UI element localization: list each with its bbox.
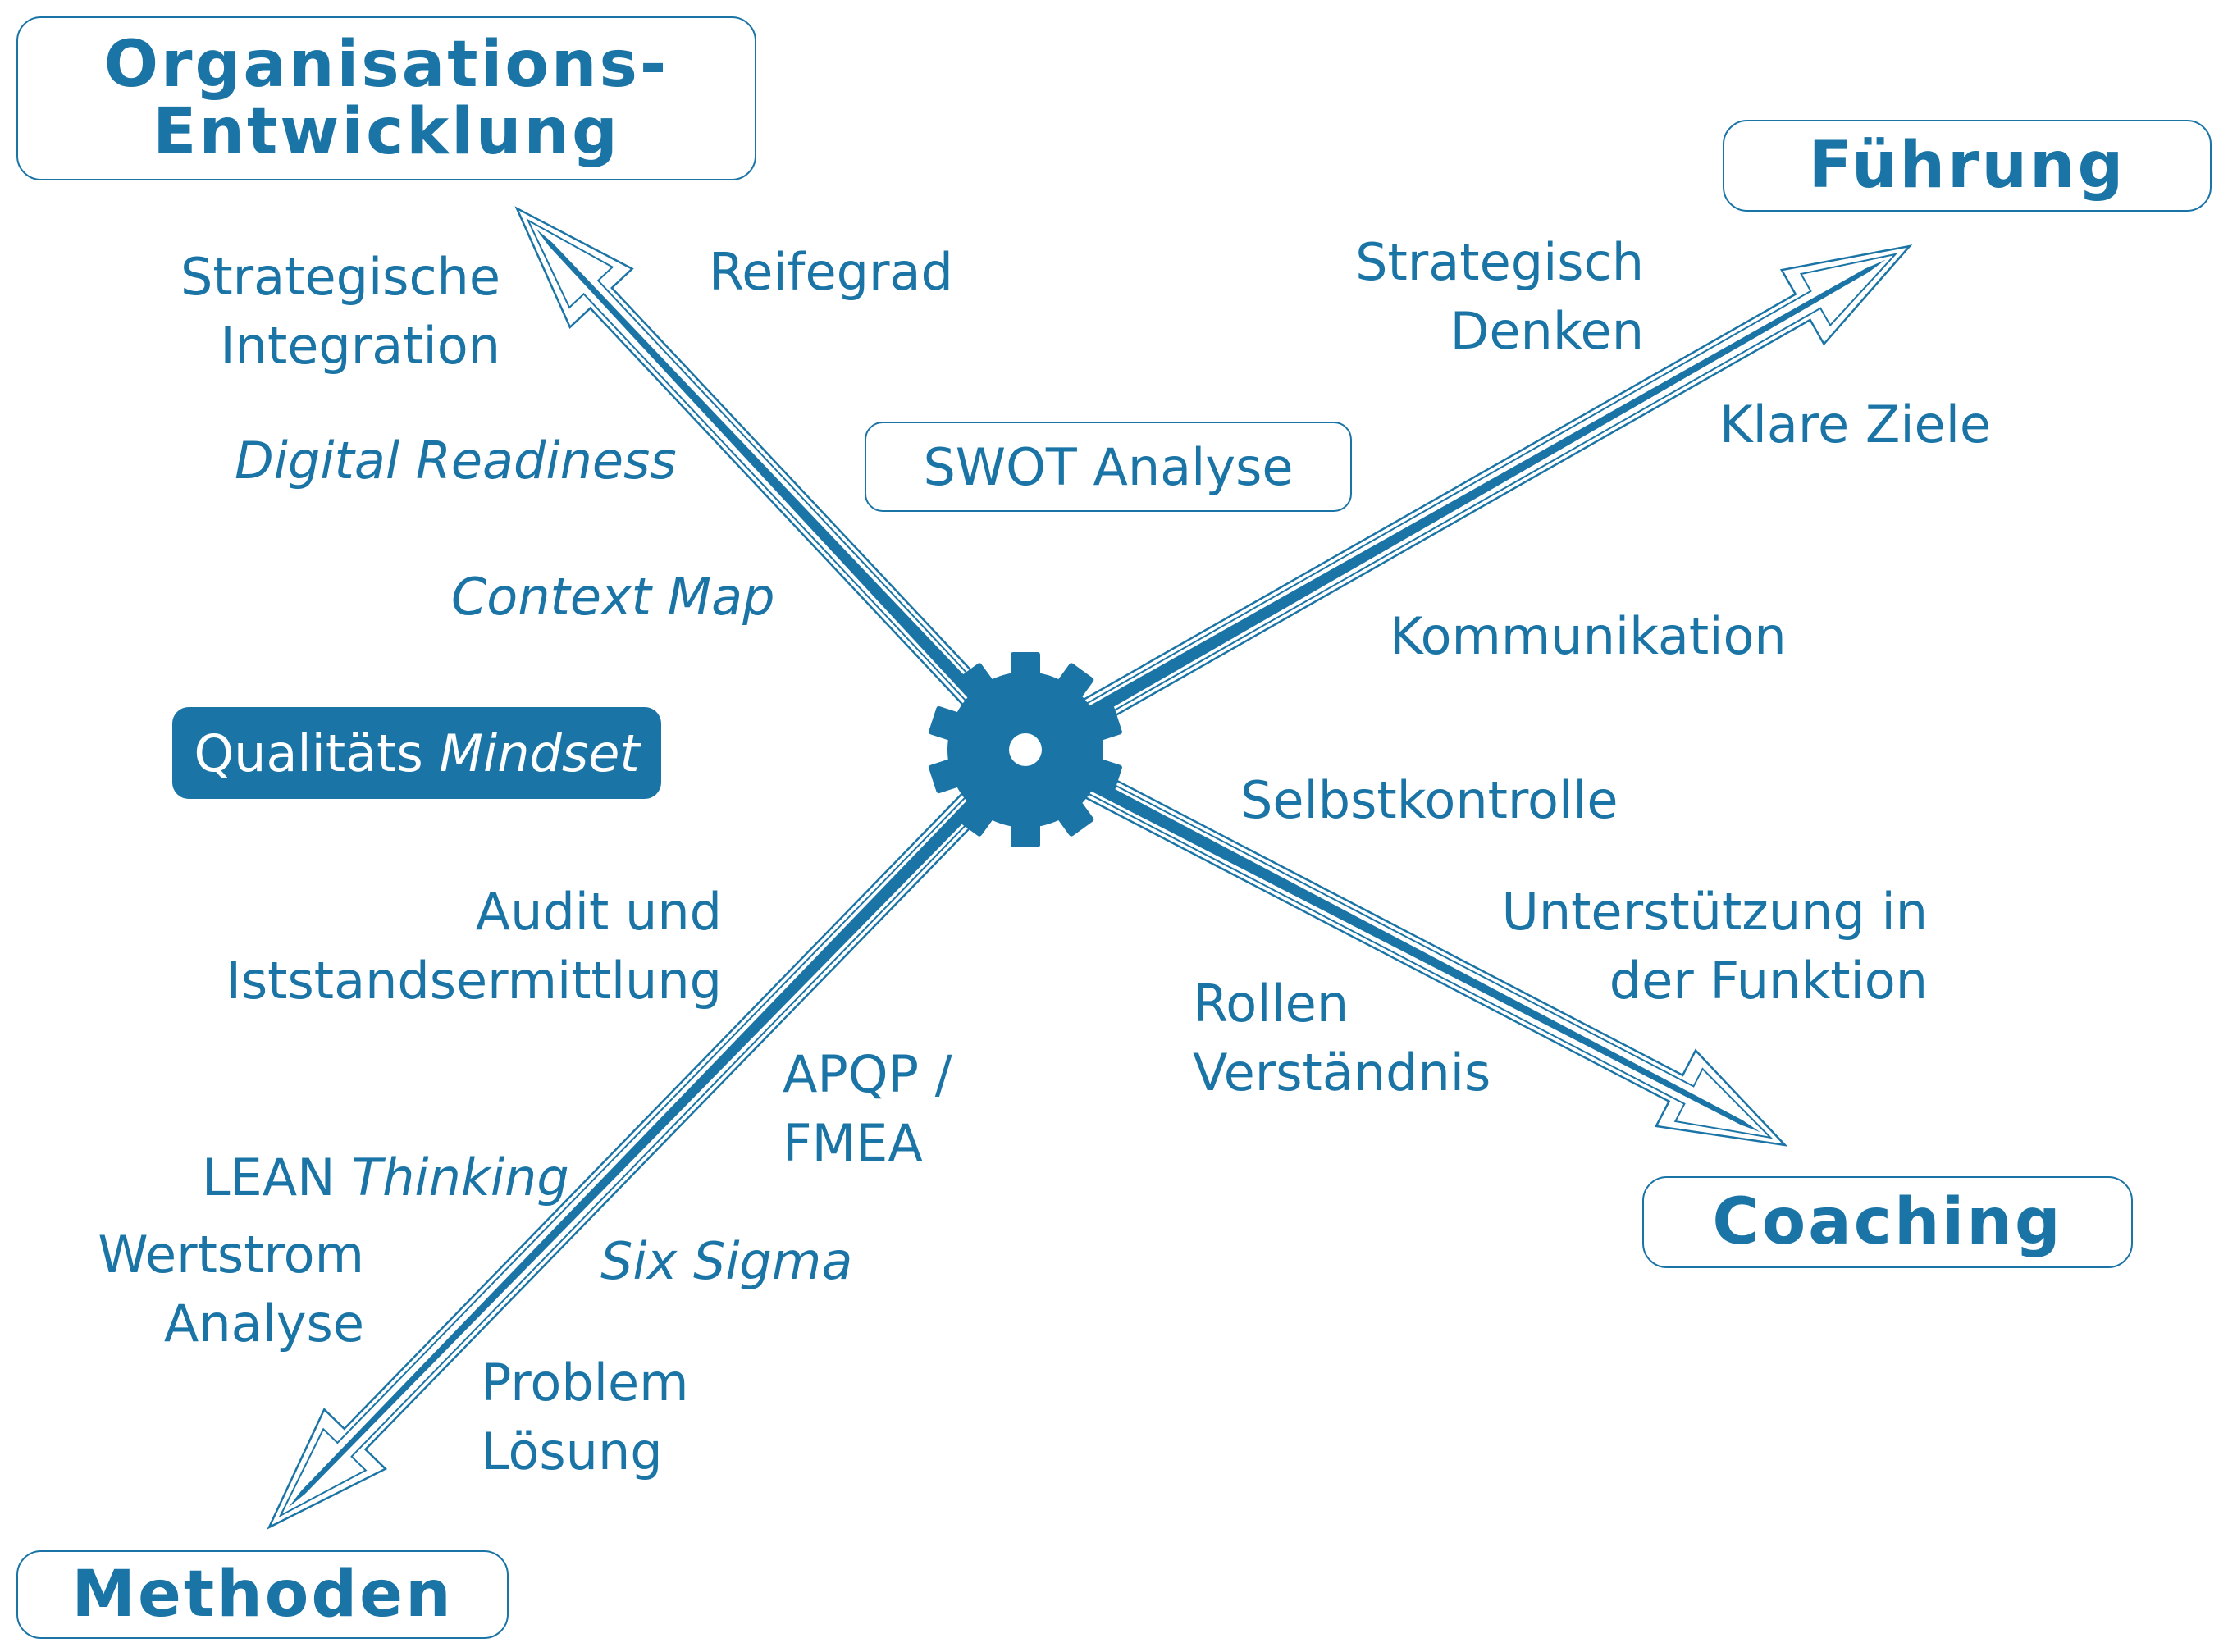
arrow-methoden	[267, 785, 992, 1530]
swot-analyse-label: SWOT Analyse	[923, 436, 1294, 497]
label-audit: Audit und Iststandsermittlung	[226, 882, 722, 1011]
label-context-map: Context Map	[451, 567, 775, 627]
label-reifegrad: Reifegrad	[709, 242, 953, 302]
label-strategisch-denken: Strategisch Denken	[1355, 232, 1644, 361]
label-klare-ziele: Klare Ziele	[1719, 395, 1992, 454]
mindset-label: Mindset	[439, 723, 640, 783]
label-apqp-fmea: APQP / FMEA	[783, 1044, 952, 1173]
arrows-layer	[267, 206, 1913, 1530]
fuehrung-box: Führung	[1723, 120, 2212, 212]
label-problem-loesung: Problem Lösung	[481, 1353, 689, 1481]
qualitaets-mindset-box: Qualitäts Mindset	[172, 707, 661, 799]
arrow-fuehrung	[1073, 244, 1913, 732]
fuehrung-label: Führung	[1808, 129, 2126, 203]
label-digital-readiness: Digital Readiness	[235, 431, 677, 491]
label-rollen-verstaendnis: Rollen Verständnis	[1193, 974, 1491, 1102]
organisation-label: Organisations- Entwicklung	[103, 28, 669, 169]
coaching-label: Coaching	[1712, 1185, 2063, 1259]
qualitaets-label: Qualitäts	[194, 723, 423, 783]
arrow-coaching	[1075, 765, 1788, 1147]
label-strategische-integration: Strategische Integration	[180, 247, 500, 376]
label-kommunikation: Kommunikation	[1390, 606, 1787, 666]
label-lean-thinking: LEAN Thinking	[202, 1075, 569, 1212]
arrow-organisation	[514, 206, 993, 714]
methoden-label: Methoden	[71, 1558, 454, 1631]
gear-icon	[929, 652, 1122, 847]
methoden-box: Methoden	[16, 1550, 509, 1639]
coaching-box: Coaching	[1642, 1176, 2133, 1268]
label-six-sigma: Six Sigma	[600, 1231, 853, 1291]
label-unterstuetzung: Unterstützung in der Funktion	[1501, 882, 1928, 1011]
thinking-label: Thinking	[351, 1148, 569, 1207]
label-selbstkontrolle: Selbstkontrolle	[1240, 770, 1618, 830]
lean-label: LEAN	[202, 1148, 336, 1207]
organisation-box: Organisations- Entwicklung	[16, 16, 756, 180]
label-wertstrom-analyse: Wertstrom Analyse	[98, 1225, 364, 1353]
swot-analyse-box: SWOT Analyse	[865, 422, 1352, 512]
